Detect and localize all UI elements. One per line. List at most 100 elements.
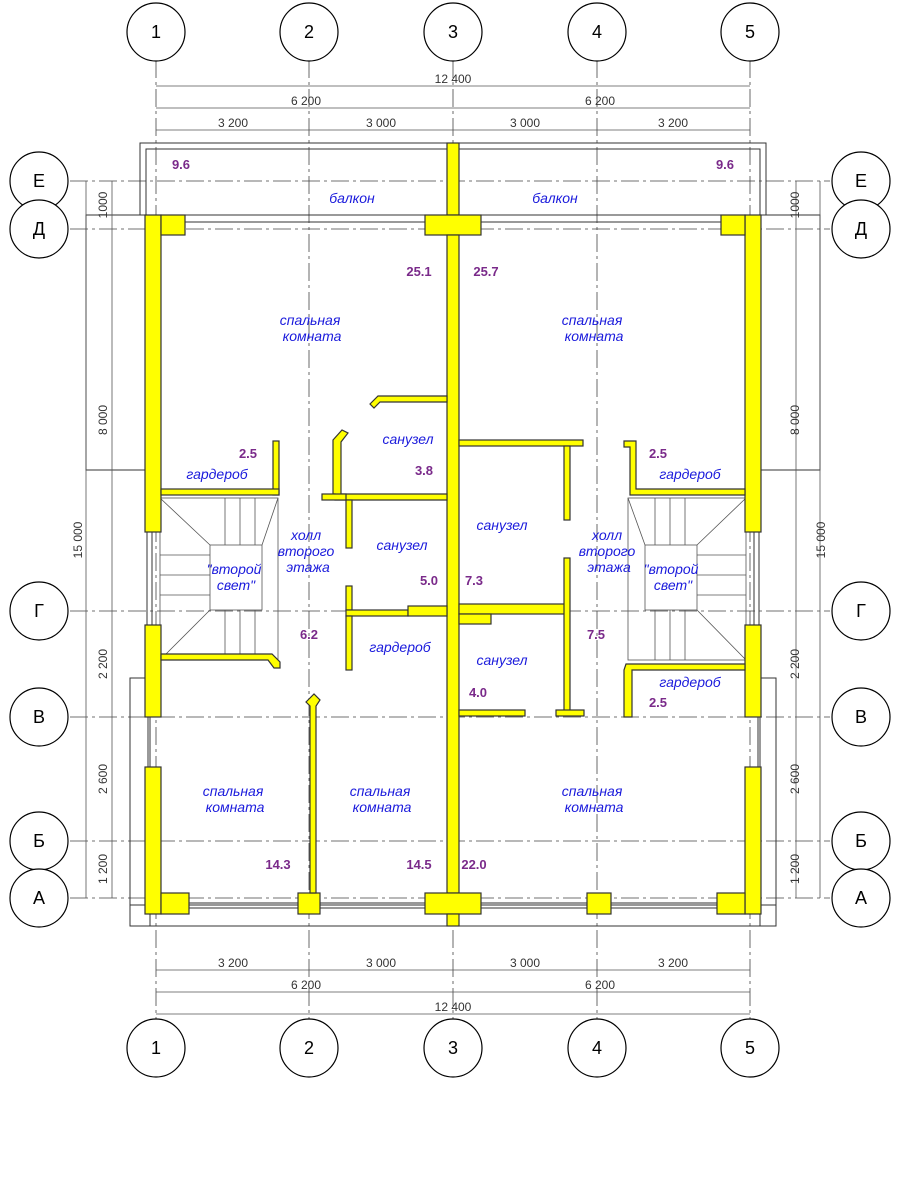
room-hall-left-line3: этажа <box>286 559 330 575</box>
area-balcony-left: 9.6 <box>172 157 190 172</box>
axis-label-B-left: Б <box>33 831 45 851</box>
dim-depth-left: 15 000 <box>71 521 85 558</box>
axis-label-3-bottom: 3 <box>448 1038 458 1058</box>
axis-label-D-right: Д <box>855 219 867 239</box>
dim-gv-left: 2 200 <box>96 649 110 679</box>
room-bath-mid: санузел <box>376 537 427 553</box>
axis-label-A-right: А <box>855 888 867 908</box>
dim-ba-right: 1 200 <box>788 854 802 884</box>
room-bedroom-top-right-line1: спальная <box>562 312 623 328</box>
room-second-light-right: "второй свет" <box>644 561 703 593</box>
axis-label-G-right: Г <box>856 601 866 621</box>
area-wardrobe-left: 2.5 <box>239 446 257 461</box>
dim-bay-bottom-3: 3 000 <box>510 956 540 970</box>
room-balcony-left: балкон <box>329 190 375 206</box>
dim-half-top-right: 6 200 <box>585 94 615 108</box>
room-hall-right-line2: второго <box>579 543 636 559</box>
dim-half-top-left: 6 200 <box>291 94 321 108</box>
dim-bay-bottom-1: 3 200 <box>218 956 248 970</box>
room-hall-left-line1: холл <box>290 527 321 543</box>
dim-top-left: 8 000 <box>96 405 110 435</box>
room-second-light-left-line2: свет" <box>217 577 256 593</box>
dimension-lines <box>85 85 821 1015</box>
dim-gv-right: 2 200 <box>788 649 802 679</box>
room-wardrobe-centre: гардероб <box>369 639 431 655</box>
axis-bubbles-right: Е Д Г В Б А <box>831 151 891 928</box>
room-bedroom-top-left-line2: комната <box>283 328 342 344</box>
area-bath-mid: 5.0 <box>420 573 438 588</box>
room-second-light-left-line1: "второй <box>207 561 262 577</box>
room-hall-right-line1: холл <box>591 527 622 543</box>
room-bedroom-top-left-line1: спальная <box>280 312 341 328</box>
dim-balcony-right: 1000 <box>788 191 802 218</box>
room-bedroom-top-right-line2: комната <box>565 328 624 344</box>
area-hall-left: 6.2 <box>300 627 318 642</box>
dim-depth-right: 15 000 <box>814 521 828 558</box>
room-hall-left-line2: второго <box>278 543 335 559</box>
axis-label-1-top: 1 <box>151 22 161 42</box>
room-second-light-left: "второй свет" <box>207 561 266 593</box>
area-hall-right: 7.5 <box>587 627 605 642</box>
dim-bay-top-4: 3 200 <box>658 116 688 130</box>
room-bath-right-bottom: санузел <box>476 652 527 668</box>
axis-label-2-top: 2 <box>304 22 314 42</box>
dim-total-top: 12 400 <box>435 72 472 86</box>
room-bedroom-top-left: спальная комната <box>280 312 344 344</box>
room-hall-right: холл второго этажа <box>579 527 639 575</box>
axis-label-D-left: Д <box>33 219 45 239</box>
walls <box>144 142 762 927</box>
room-wardrobe-right-bottom: гардероб <box>659 674 721 690</box>
area-bedroom-bottom-right: 22.0 <box>461 857 486 872</box>
room-bedroom-bottom-right-line2: комната <box>565 799 624 815</box>
room-bedroom-bottom-left: спальная комната <box>203 783 267 815</box>
axis-label-V-left: В <box>33 707 45 727</box>
room-bath-right-top: санузел <box>476 517 527 533</box>
axis-label-4-top: 4 <box>592 22 602 42</box>
axis-bubbles-bottom: 1 2 3 4 5 <box>126 1018 780 1078</box>
room-bedroom-bottom-mid-line1: спальная <box>350 783 411 799</box>
area-wardrobe-right: 2.5 <box>649 446 667 461</box>
dim-bay-bottom-2: 3 000 <box>366 956 396 970</box>
area-bath-right-top: 7.3 <box>465 573 483 588</box>
dim-vb-left: 2 600 <box>96 764 110 794</box>
dim-ba-left: 1 200 <box>96 854 110 884</box>
axis-label-3-top: 3 <box>448 22 458 42</box>
axis-label-A-left: А <box>33 888 45 908</box>
room-hall-left: холл второго этажа <box>278 527 338 575</box>
dim-bay-bottom-4: 3 200 <box>658 956 688 970</box>
axis-label-B-right: Б <box>855 831 867 851</box>
area-bedroom-bottom-mid: 14.5 <box>406 857 431 872</box>
room-bedroom-bottom-right-line1: спальная <box>562 783 623 799</box>
axis-label-E-left: Е <box>33 171 45 191</box>
dim-top-right: 8 000 <box>788 405 802 435</box>
dim-bay-top-3: 3 000 <box>510 116 540 130</box>
room-bedroom-bottom-left-line1: спальная <box>203 783 264 799</box>
room-bedroom-bottom-mid: спальная комната <box>350 783 414 815</box>
axis-label-V-right: В <box>855 707 867 727</box>
room-second-light-right-line1: "второй <box>644 561 699 577</box>
dim-bay-top-2: 3 000 <box>366 116 396 130</box>
room-balcony-right: балкон <box>532 190 578 206</box>
area-balcony-right: 9.6 <box>716 157 734 172</box>
stair-right <box>627 497 747 661</box>
axis-label-5-top: 5 <box>745 22 755 42</box>
dim-total-bottom: 12 400 <box>435 1000 472 1014</box>
area-bath-right-bottom: 4.0 <box>469 685 487 700</box>
dim-bay-top-1: 3 200 <box>218 116 248 130</box>
room-hall-right-line3: этажа <box>587 559 631 575</box>
axis-bubbles-top: 1 2 3 4 5 <box>126 2 780 62</box>
axis-label-4-bottom: 4 <box>592 1038 602 1058</box>
room-bath-top: санузел <box>382 431 433 447</box>
axis-label-E-right: Е <box>855 171 867 191</box>
room-bedroom-bottom-left-line2: комната <box>206 799 265 815</box>
dim-balcony-left: 1000 <box>96 191 110 218</box>
axis-label-5-bottom: 5 <box>745 1038 755 1058</box>
area-bedroom-bottom-left: 14.3 <box>265 857 290 872</box>
area-bedroom-top-right: 25.7 <box>473 264 498 279</box>
room-bedroom-top-right: спальная комната <box>562 312 626 344</box>
room-wardrobe-left: гардероб <box>186 466 248 482</box>
room-bedroom-bottom-right: спальная комната <box>562 783 626 815</box>
area-wardrobe-right-bottom: 2.5 <box>649 695 667 710</box>
axis-label-1-bottom: 1 <box>151 1038 161 1058</box>
